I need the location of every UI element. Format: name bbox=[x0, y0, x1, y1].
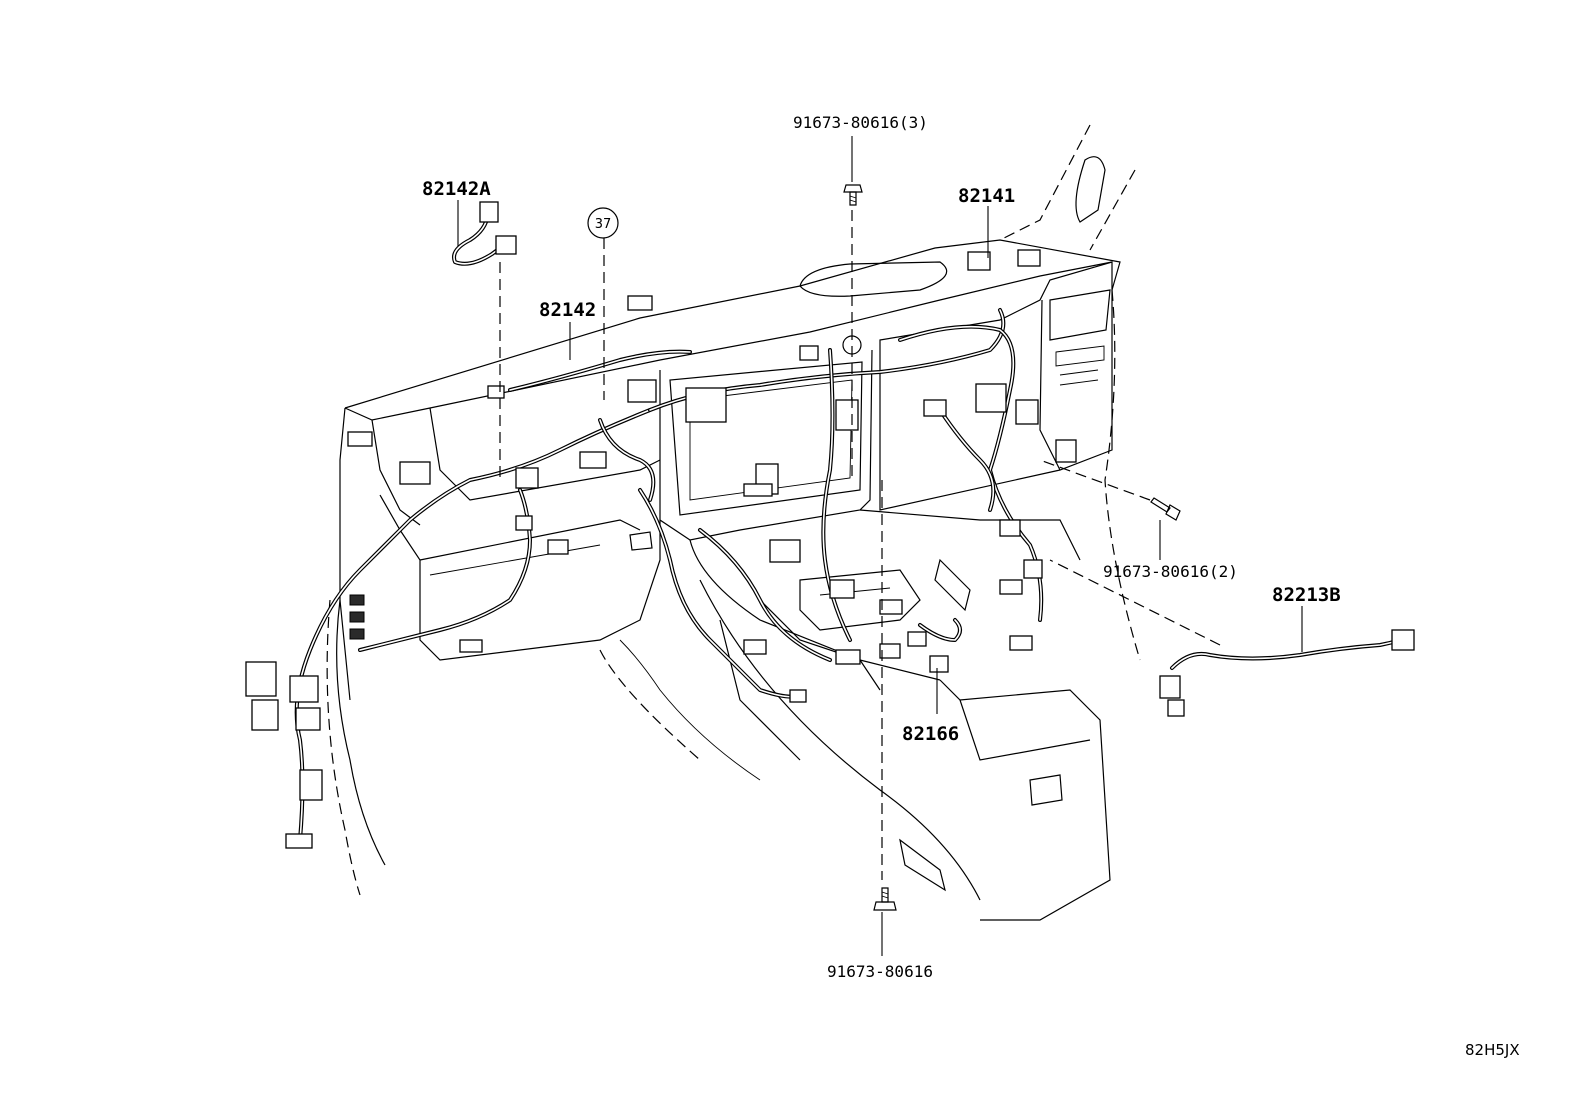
connector-blocks bbox=[245, 249, 1077, 849]
callout-37: 37 bbox=[587, 207, 619, 239]
diagram-reference-code: 82H5JX bbox=[1465, 1041, 1520, 1059]
harness-wires bbox=[294, 308, 1044, 842]
instrument-panel-outline bbox=[326, 124, 1141, 921]
label-82166: 82166 bbox=[902, 723, 959, 745]
label-fastener-bottom: 91673-80616 bbox=[827, 962, 933, 981]
bolt-bottom bbox=[873, 887, 897, 911]
sub-harness-82213B bbox=[1159, 629, 1415, 717]
leader-lines bbox=[457, 136, 1303, 956]
label-82141: 82141 bbox=[958, 185, 1015, 207]
sub-harness-82166 bbox=[907, 618, 962, 673]
bolt-right bbox=[1150, 497, 1181, 521]
bolt-top bbox=[843, 184, 863, 206]
label-82213B: 82213B bbox=[1272, 584, 1341, 606]
assembly-dashed-lines bbox=[499, 210, 1221, 880]
label-82142A: 82142A bbox=[422, 178, 491, 200]
label-fastener-top: 91673-80616(3) bbox=[793, 113, 928, 132]
label-fastener-right: 91673-80616(2) bbox=[1103, 562, 1238, 581]
sub-harness-82142A bbox=[452, 201, 517, 266]
callout-37-number: 37 bbox=[595, 217, 612, 232]
label-82142: 82142 bbox=[539, 299, 596, 321]
